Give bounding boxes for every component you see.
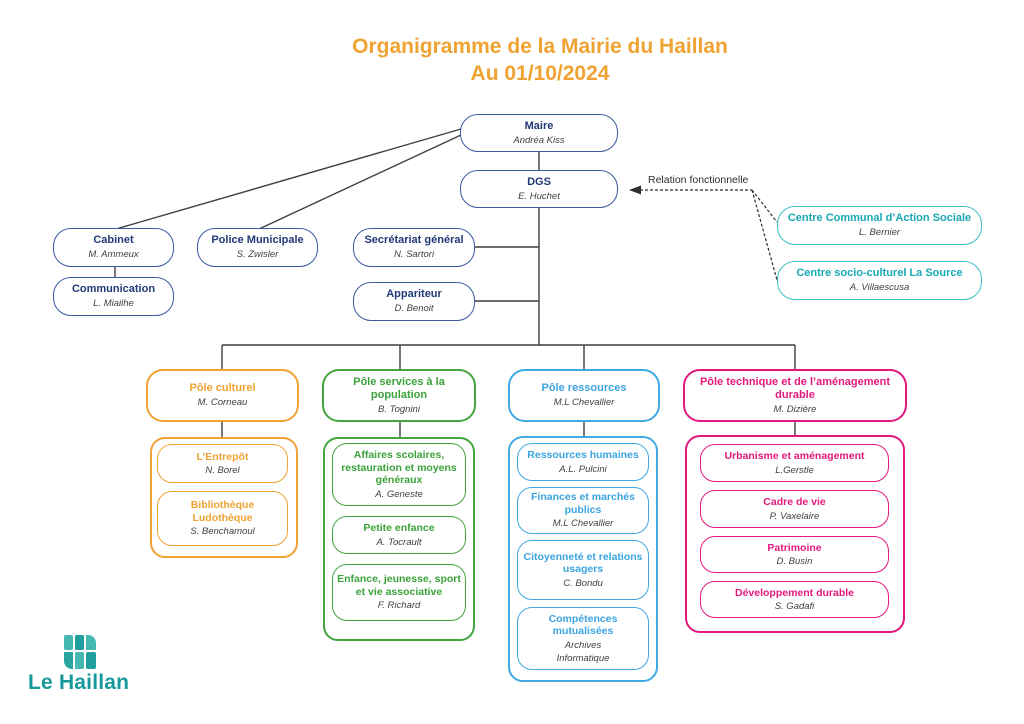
service-bibliotheque-ludotheque: Bibliothèque Ludothèque S. Benchamoul — [157, 491, 288, 546]
node-title: DGS — [527, 175, 551, 188]
node-name: A. Villaescusa — [849, 282, 910, 294]
node-name: M.L Chevallier — [553, 397, 615, 409]
node-title: Maire — [524, 119, 554, 132]
service-competences-mutualisees: Compétences mutualisées Archives Informa… — [517, 607, 649, 670]
node-title: Secrétariat général — [364, 234, 464, 247]
service-entrepot: L’Entrepôt N. Borel — [157, 444, 288, 483]
node-la-source: Centre socio-culturel La Source A. Villa… — [777, 261, 982, 300]
node-name: N. Sartori — [393, 249, 435, 261]
node-title: Urbanisme et aménagement — [724, 450, 865, 462]
node-name: L. Bernier — [858, 227, 901, 239]
node-name: C. Bondu — [563, 577, 603, 589]
pole-header-ressources: Pôle ressources M.L Chevallier — [508, 369, 660, 422]
node-secretariat-general: Secrétariat général N. Sartori — [353, 228, 475, 267]
node-name: Informatique — [556, 653, 610, 665]
node-title: Pôle culturel — [189, 382, 256, 395]
node-title: Développement durable — [734, 586, 855, 599]
node-name: S. Gadafi — [774, 601, 815, 613]
node-appariteur: Appariteur D. Benoit — [353, 282, 475, 321]
node-name: P. Vaxelaire — [769, 510, 820, 522]
service-finances-marches-publics: Finances et marchés publics M.L Chevalli… — [517, 487, 649, 534]
le-haillan-logo: Le Haillan — [28, 634, 158, 695]
pole-header-technique: Pôle technique et de l’aménagement durab… — [683, 369, 907, 422]
node-title: Cadre de vie — [763, 496, 826, 508]
node-name: S. Benchamoul — [190, 526, 255, 538]
service-enfance-jeunesse: Enfance, jeunesse, sport et vie associat… — [332, 564, 466, 621]
node-name: M. Dizière — [773, 403, 817, 415]
node-name: S. Zwisler — [236, 249, 279, 261]
node-title: Finances et marchés publics — [531, 491, 635, 516]
node-name: L.Gerstle — [775, 464, 814, 476]
node-title: Appariteur — [386, 288, 442, 301]
node-title: Petite enfance — [363, 522, 435, 534]
service-developpement-durable: Développement durable S. Gadafi — [700, 581, 889, 618]
node-name: Archives — [564, 639, 602, 651]
node-name: D. Busin — [776, 556, 813, 568]
title-line-2: Au 01/10/2024 — [470, 61, 610, 85]
node-name: A. Tocrault — [376, 536, 422, 548]
node-name: N. Borel — [205, 465, 240, 477]
node-title: Centre socio-culturel La Source — [796, 267, 963, 280]
node-title: Patrimoine — [767, 541, 822, 554]
node-title: Communication — [71, 283, 156, 296]
node-name: A. Geneste — [375, 488, 423, 500]
node-name: M. Corneau — [197, 397, 248, 409]
node-title: L’Entrepôt — [196, 450, 249, 463]
node-title: Cabinet — [93, 234, 134, 247]
node-ccas: Centre Communal d’Action Sociale L. Bern… — [777, 206, 982, 245]
node-name: F. Richard — [377, 600, 421, 612]
node-name: B. Tognini — [378, 403, 420, 415]
service-petite-enfance: Petite enfance A. Tocrault — [332, 516, 466, 554]
node-title: Affaires scolaires, restauration et moye… — [341, 448, 457, 487]
service-urbanisme-amenagement: Urbanisme et aménagement L.Gerstle — [700, 444, 889, 482]
node-maire: Maire Andréa Kiss — [460, 114, 618, 152]
node-title: Pôle services à la population — [353, 375, 445, 401]
title-line-1: Organigramme de la Mairie du Haillan — [352, 35, 728, 58]
node-name: E. Huchet — [518, 190, 560, 202]
node-title: Ressources humaines — [527, 449, 639, 461]
node-title: Compétences mutualisées — [548, 612, 618, 638]
node-title: Police Municipale — [211, 234, 304, 247]
node-title: Bibliothèque Ludothèque — [190, 499, 255, 524]
node-name: A.L. Pulcini — [559, 463, 607, 475]
service-citoyennete-relations-usagers: Citoyenneté et relations usagers C. Bond… — [517, 540, 649, 600]
node-cabinet: Cabinet M. Ammeux — [53, 228, 174, 267]
node-name: D. Benoit — [394, 303, 434, 315]
node-name: L. Miailhe — [93, 298, 134, 310]
service-ressources-humaines: Ressources humaines A.L. Pulcini — [517, 443, 649, 481]
page-title: Organigramme de la Mairie du Haillan Au … — [310, 34, 770, 88]
le-haillan-logo-text: Le Haillan — [28, 671, 130, 694]
le-haillan-logo-mark — [64, 635, 96, 669]
node-title: Citoyenneté et relations usagers — [523, 550, 643, 576]
service-patrimoine: Patrimoine D. Busin — [700, 536, 889, 573]
relation-label: Relation fonctionnelle — [648, 174, 749, 186]
node-police-municipale: Police Municipale S. Zwisler — [197, 228, 318, 267]
service-cadre-de-vie: Cadre de vie P. Vaxelaire — [700, 490, 889, 528]
node-title: Enfance, jeunesse, sport et vie associat… — [337, 573, 461, 598]
node-communication: Communication L. Miailhe — [53, 277, 174, 316]
node-dgs: DGS E. Huchet — [460, 170, 618, 208]
pole-header-services-population: Pôle services à la population B. Tognini — [322, 369, 476, 422]
relation-arrowhead — [629, 185, 641, 195]
node-title: Centre Communal d’Action Sociale — [787, 212, 972, 225]
service-affaires-scolaires: Affaires scolaires, restauration et moye… — [332, 443, 466, 506]
node-title: Pôle ressources — [541, 382, 627, 395]
pole-header-culturel: Pôle culturel M. Corneau — [146, 369, 299, 422]
node-name: M. Ammeux — [88, 249, 139, 261]
node-name: Andréa Kiss — [513, 134, 565, 146]
node-title: Pôle technique et de l’aménagement durab… — [699, 375, 891, 401]
node-name: M.L Chevallier — [552, 518, 614, 530]
